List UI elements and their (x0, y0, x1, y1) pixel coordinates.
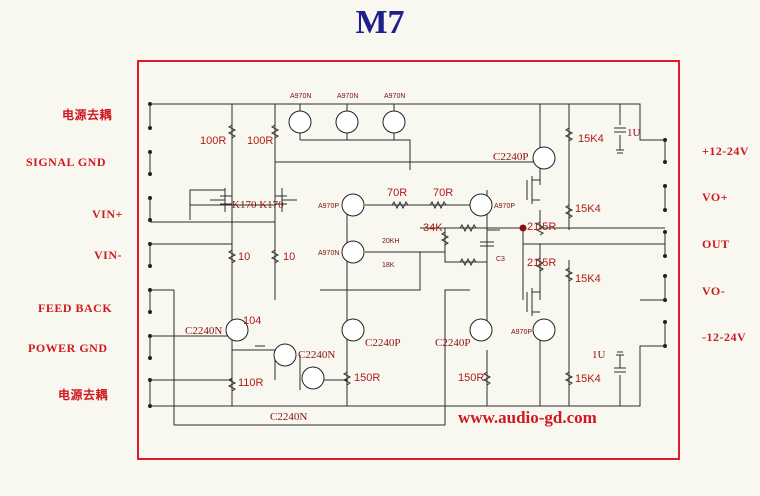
diagram-title: M7 (355, 4, 405, 41)
right-connector-dots (663, 138, 667, 348)
output-node-dot (519, 224, 527, 232)
label-70r-b: 70R (433, 187, 453, 199)
label-1u-top: 1U (627, 127, 641, 139)
label-a970p-bottom: A970P (511, 329, 532, 336)
label-jfet: K170 K170 (232, 199, 284, 211)
label-c2240n-mid: C2240N (298, 349, 335, 361)
label-10-left: 10 (238, 251, 250, 263)
label-a970p-upper: A970P (318, 203, 339, 210)
label-c2240p-mid: C2240P (365, 337, 400, 349)
label-110r: 110R (238, 377, 264, 389)
label-21-5r-a: 21.5R (527, 221, 556, 233)
pin-label-out: OUT (702, 237, 730, 251)
label-70r-a: 70R (387, 187, 407, 199)
circuit-board-outline (137, 60, 680, 460)
pin-label-vo-minus: VO- (702, 284, 726, 298)
pin-label-feedback: FEED BACK (38, 301, 113, 315)
label-15k4-1: 15K4 (578, 133, 604, 145)
label-a970p-driver: A970P (494, 203, 515, 210)
label-21-5r-b: 21.5R (527, 257, 556, 269)
pin-label-signal-gnd: SIGNAL GND (26, 155, 107, 169)
label-20kh: 20KH (382, 238, 400, 245)
label-15k4-2: 15K4 (575, 203, 601, 215)
label-a970n-1: A970N (290, 93, 311, 100)
left-connector-dots (148, 102, 152, 408)
pin-label-vplus: +12-24V (702, 144, 749, 158)
pin-label-decouple-bottom: 电源去耦 (58, 388, 109, 402)
component-labels: A970N A970N A970N 100R 100R K170 K170 10… (185, 93, 641, 423)
resistors (227, 124, 574, 392)
pin-label-power-gnd: POWER GND (28, 341, 108, 355)
website-url: www.audio-gd.com (458, 408, 597, 427)
label-c2240n-bottom: C2240N (270, 411, 307, 423)
pin-label-decouple-top: 电源去耦 (62, 108, 113, 122)
pin-label-vo-plus: VO+ (702, 190, 729, 204)
pin-label-vin-minus: VIN- (94, 248, 122, 262)
label-15k4-4: 15K4 (575, 373, 601, 385)
label-1u-bottom: 1U (592, 349, 606, 361)
transistors (225, 110, 556, 390)
label-c2240n-left: C2240N (185, 325, 222, 337)
label-a970n-mid: A970N (318, 250, 339, 257)
capacitors (255, 127, 626, 373)
label-a970n-2: A970N (337, 93, 358, 100)
pin-label-vin-plus: VIN+ (92, 207, 123, 221)
label-34k: 34K (423, 222, 443, 234)
label-100r-left: 100R (200, 135, 226, 147)
label-18k: 18K (382, 262, 395, 269)
label-10-right: 10 (283, 251, 295, 263)
label-a970n-3: A970N (384, 93, 405, 100)
label-100r-right: 100R (247, 135, 273, 147)
pin-label-vminus: -12-24V (702, 330, 747, 344)
label-c2240p-right: C2240P (435, 337, 470, 349)
fets (210, 176, 540, 316)
label-15k4-3: 15K4 (575, 273, 601, 285)
label-150r-b: 150R (458, 372, 484, 384)
label-104: 104 (243, 315, 261, 327)
label-150r-a: 150R (354, 372, 380, 384)
label-c3: C3 (496, 256, 505, 263)
label-c2240p-top: C2240P (493, 151, 528, 163)
